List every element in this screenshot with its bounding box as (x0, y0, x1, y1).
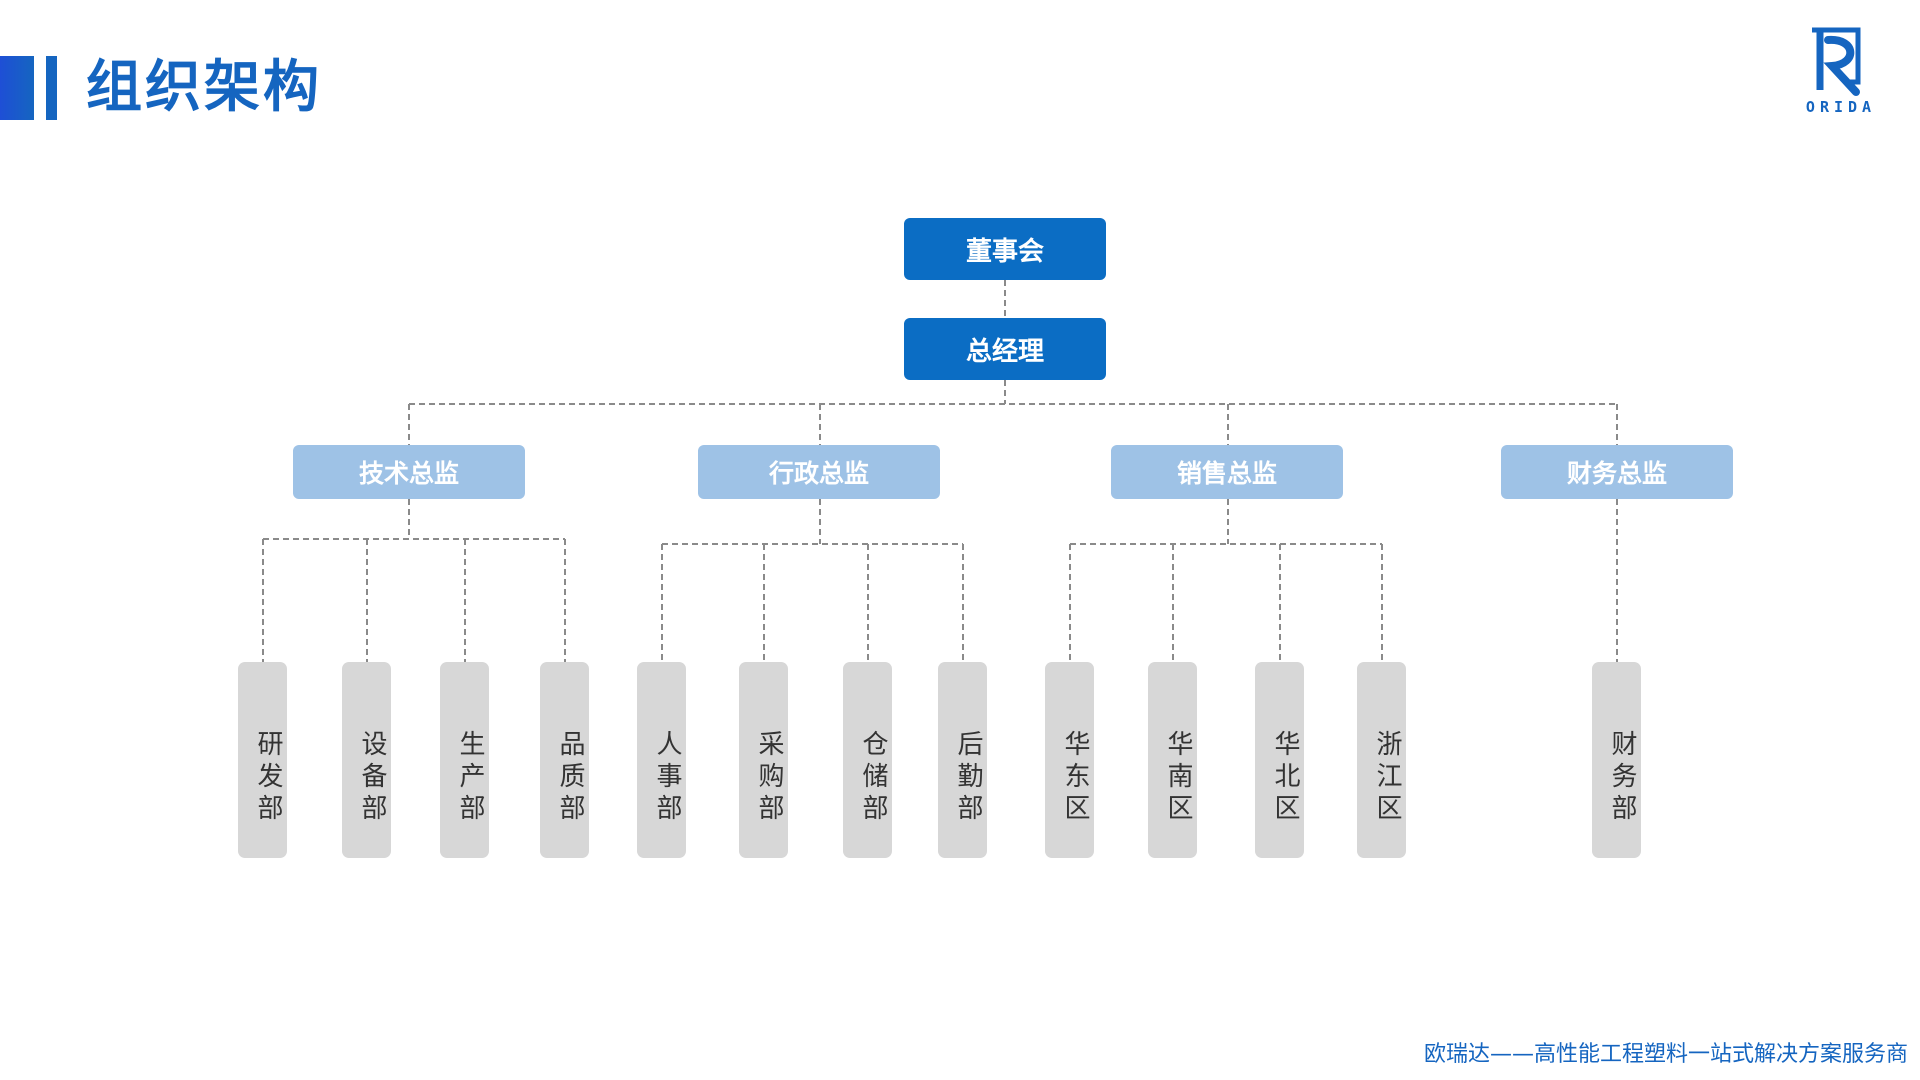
dept-node-east-china: 华东区 (1045, 662, 1094, 858)
dept-node-quality: 品质部 (540, 662, 589, 858)
board-node: 董事会 (904, 218, 1106, 280)
general-manager-node: 总经理 (904, 318, 1106, 380)
dept-node-warehouse: 仓储部 (843, 662, 892, 858)
director-node-finance: 财务总监 (1501, 445, 1733, 499)
brand-logo-icon (1812, 27, 1861, 96)
brand-logo-text: ORIDA (1805, 98, 1877, 116)
brand-logo: ORIDA (1798, 22, 1884, 118)
dept-node-finance: 财务部 (1592, 662, 1641, 858)
dept-node-north-china: 华北区 (1255, 662, 1304, 858)
dept-node-zhejiang: 浙江区 (1357, 662, 1406, 858)
dept-node-rd: 研发部 (238, 662, 287, 858)
dept-node-production: 生产部 (440, 662, 489, 858)
footer-tagline: 欧瑞达——高性能工程塑料一站式解决方案服务商 (1423, 1042, 1908, 1067)
director-node-tech: 技术总监 (293, 445, 525, 499)
header-accent-block (0, 56, 34, 120)
dept-node-hr: 人事部 (637, 662, 686, 858)
dept-node-south-china: 华南区 (1148, 662, 1197, 858)
header-accent-bar (46, 56, 57, 120)
dept-node-purchasing: 采购部 (739, 662, 788, 858)
dept-node-logistics: 后勤部 (938, 662, 987, 858)
page-title: 组织架构 (86, 55, 322, 120)
director-node-admin: 行政总监 (698, 445, 940, 499)
dept-node-equipment: 设备部 (342, 662, 391, 858)
director-node-sales: 销售总监 (1111, 445, 1343, 499)
